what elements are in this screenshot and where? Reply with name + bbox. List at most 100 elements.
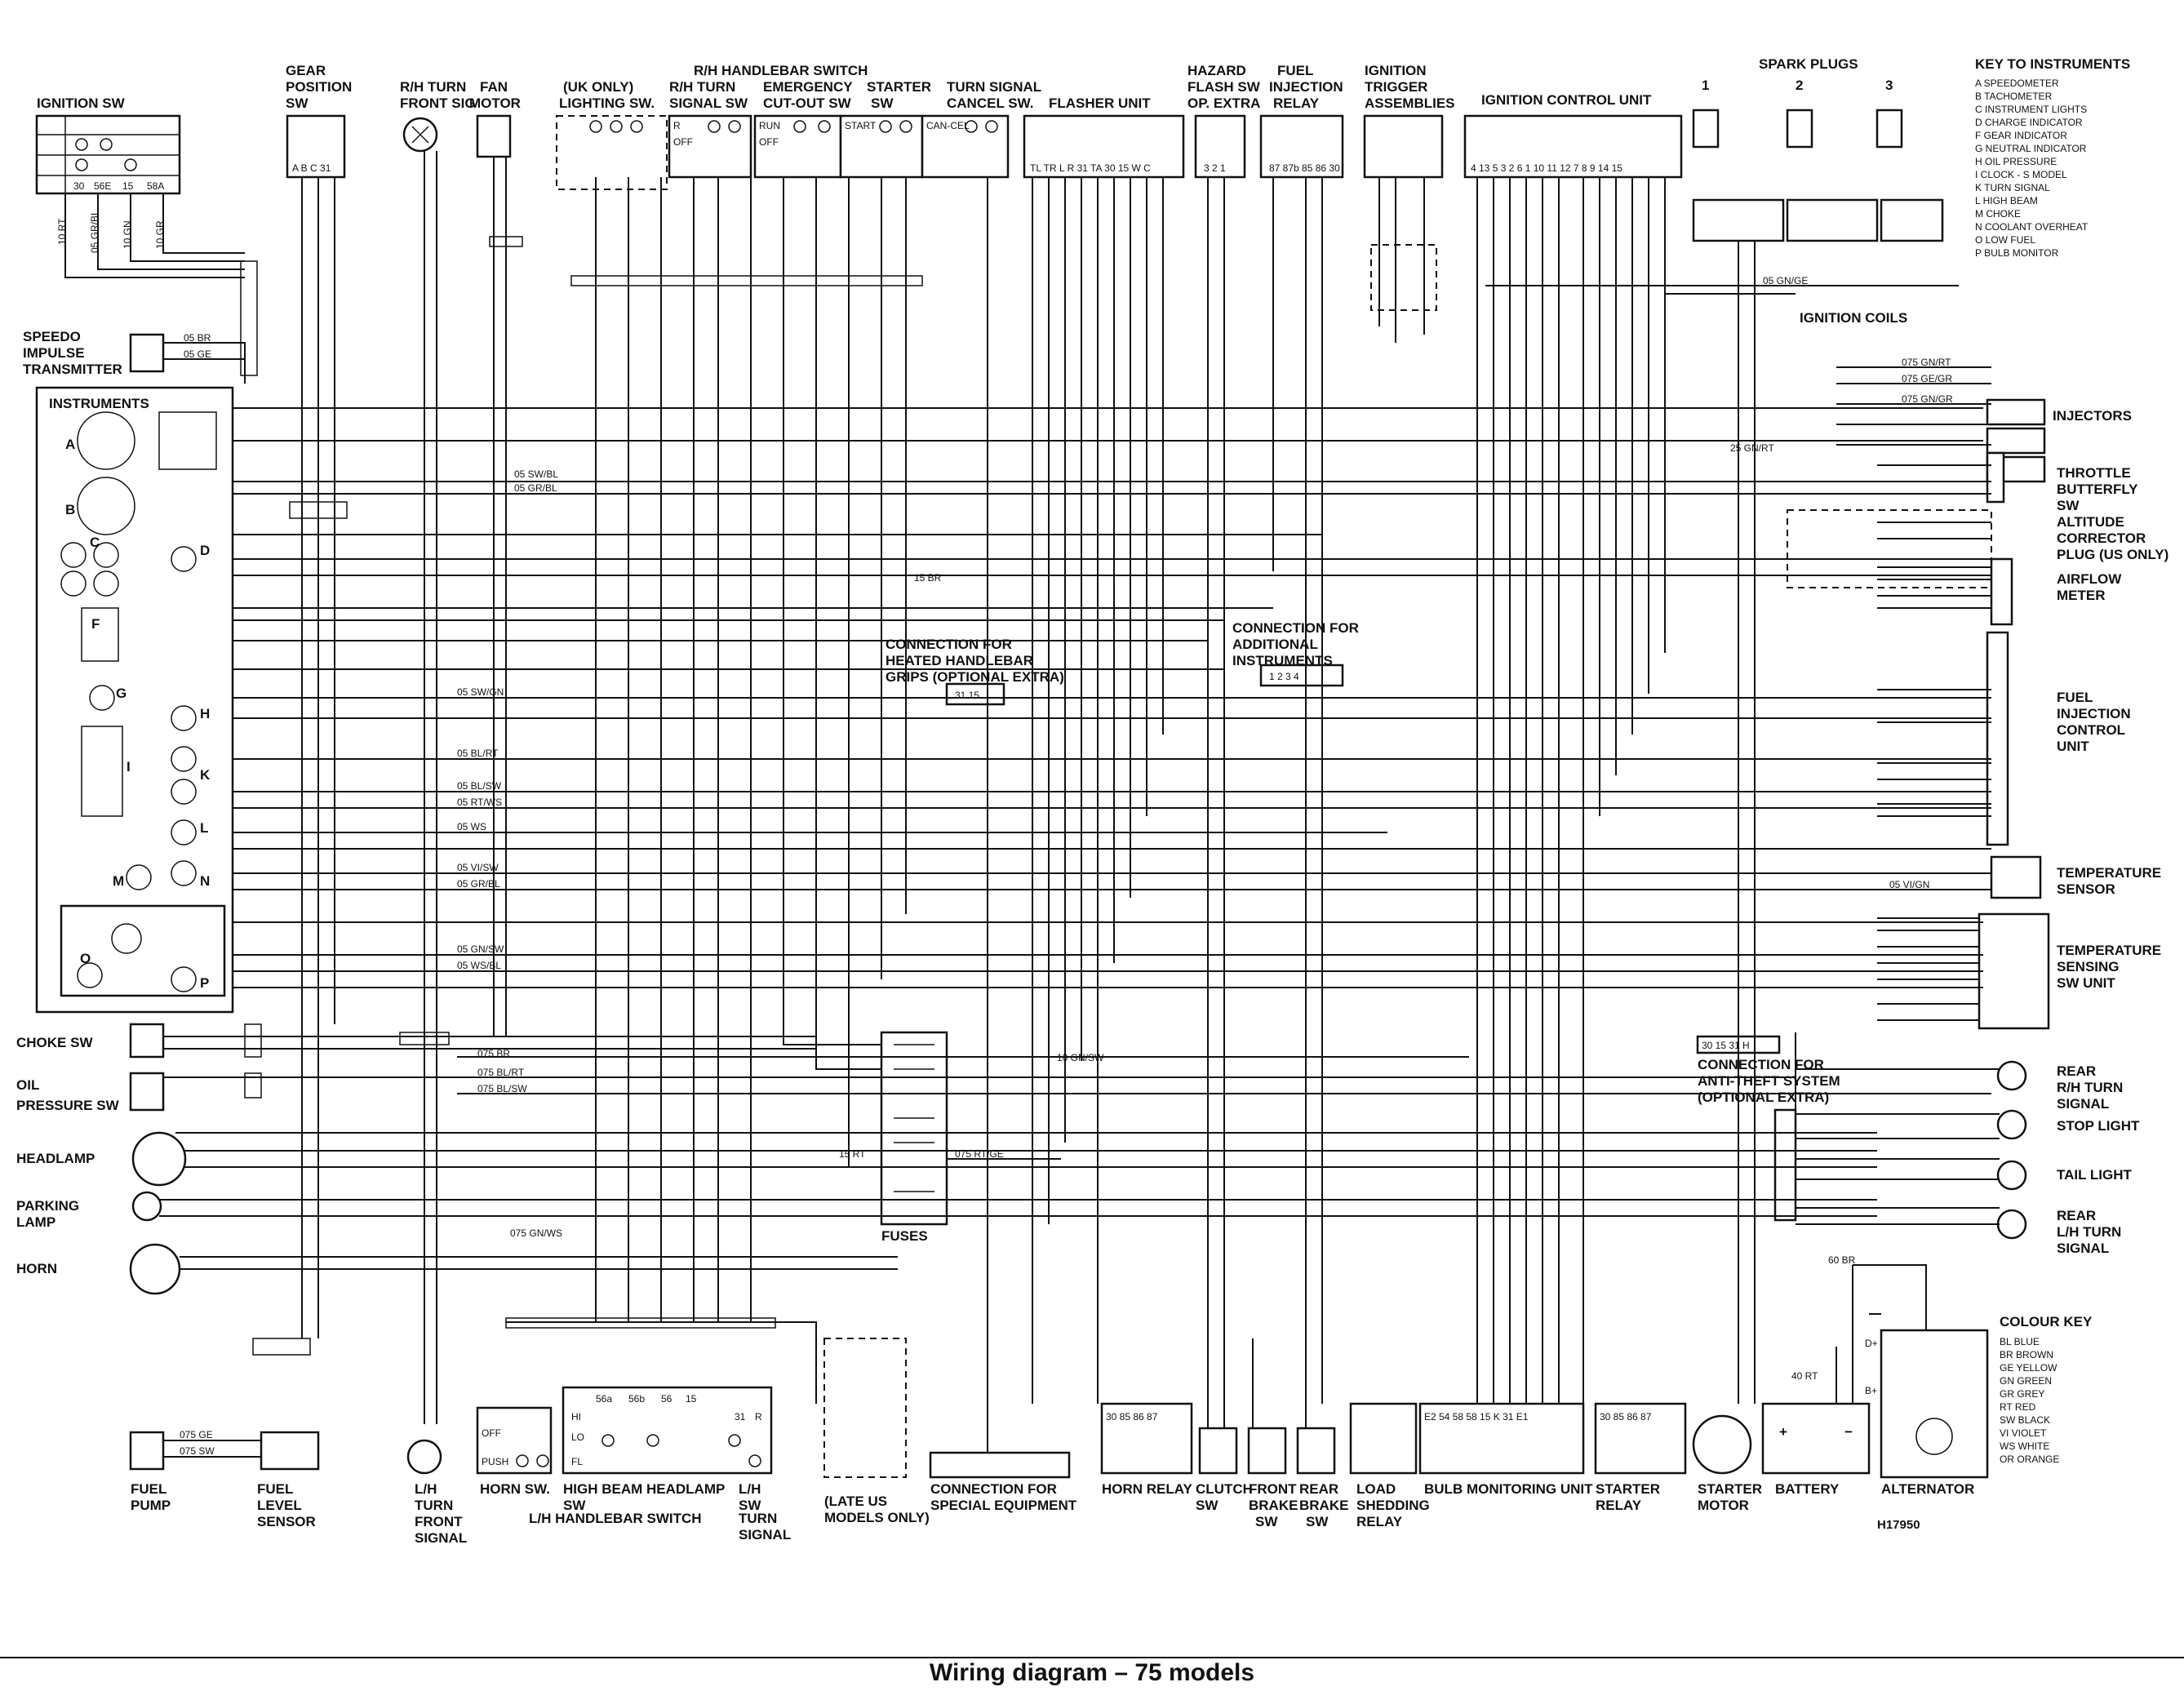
svg-text:SW: SW	[1255, 1514, 1278, 1529]
svg-text:05 BL/SW: 05 BL/SW	[457, 780, 502, 792]
svg-text:PUMP: PUMP	[131, 1498, 171, 1513]
ignition-control-unit: IGNITION CONTROL UNIT 4 13 5 3 2 6 1 10 …	[1463, 92, 1683, 179]
svg-text:R: R	[755, 1411, 762, 1423]
svg-text:LEVEL: LEVEL	[257, 1498, 302, 1513]
svg-text:SW: SW	[1196, 1498, 1219, 1513]
svg-text:R/H TURN: R/H TURN	[2057, 1080, 2123, 1095]
svg-text:SIGNAL: SIGNAL	[2057, 1096, 2109, 1112]
rear-brake-switch: REAR BRAKE SW	[1296, 1427, 1348, 1529]
svg-text:RELAY: RELAY	[1356, 1514, 1403, 1529]
svg-text:H OIL PRESSURE: H OIL PRESSURE	[1975, 156, 2057, 167]
svg-text:P: P	[200, 975, 209, 991]
svg-text:PUSH: PUSH	[482, 1456, 508, 1467]
svg-text:ADDITIONAL: ADDITIONAL	[1232, 637, 1318, 652]
svg-text:HORN RELAY: HORN RELAY	[1102, 1481, 1192, 1497]
svg-text:10 RT: 10 RT	[56, 218, 68, 245]
front-brake-switch: FRONT BRAKE SW	[1247, 1427, 1298, 1529]
svg-text:MOTOR: MOTOR	[1698, 1498, 1749, 1513]
load-shedding-relay: LOAD SHEDDING RELAY	[1349, 1402, 1430, 1529]
instruments-panel: INSTRUMENTS A B C D F G H I K L M N O P	[35, 386, 234, 1014]
svg-text:SIGNAL: SIGNAL	[415, 1530, 467, 1546]
reference-code: H17950	[1877, 1518, 1920, 1532]
svg-text:OFF: OFF	[673, 136, 693, 148]
svg-text:4 13 5 3 2 6 1 10 11 12 7 8 9: 4 13 5 3 2 6 1 10 11 12 7 8 9 14 15	[1471, 162, 1622, 174]
svg-text:CANCEL SW.: CANCEL SW.	[947, 95, 1033, 111]
svg-text:05 GN/GE: 05 GN/GE	[1763, 275, 1808, 286]
svg-text:G: G	[116, 686, 127, 701]
svg-text:CONTROL: CONTROL	[2057, 722, 2125, 738]
svg-text:MODELS ONLY): MODELS ONLY)	[824, 1510, 930, 1525]
svg-text:UNIT: UNIT	[2057, 739, 2089, 754]
svg-text:FRONT: FRONT	[1249, 1481, 1297, 1497]
svg-text:HEADLAMP: HEADLAMP	[16, 1151, 95, 1166]
alternator: D+B+ ALTERNATOR	[1865, 1329, 1989, 1497]
svg-text:FUEL: FUEL	[1277, 63, 1313, 78]
svg-text:FUEL: FUEL	[257, 1481, 293, 1497]
svg-text:A SPEEDOMETER: A SPEEDOMETER	[1975, 78, 2059, 89]
svg-text:BATTERY: BATTERY	[1775, 1481, 1840, 1497]
svg-text:SW: SW	[563, 1498, 586, 1513]
diagram-caption: Wiring diagram – 75 models	[929, 1659, 1255, 1686]
svg-text:TEMPERATURE: TEMPERATURE	[2057, 943, 2161, 958]
svg-text:FRONT SIG: FRONT SIG	[400, 95, 476, 111]
svg-text:−: −	[1844, 1424, 1853, 1440]
svg-text:TRANSMITTER: TRANSMITTER	[23, 362, 122, 377]
caption-bar	[0, 1657, 2184, 1700]
svg-text:G NEUTRAL INDICATOR: G NEUTRAL INDICATOR	[1975, 143, 2087, 154]
temperature-sensing-switch-unit: TEMPERATURE SENSING SW UNIT	[1978, 912, 2161, 1030]
svg-text:15 BR: 15 BR	[914, 572, 942, 584]
svg-text:RELAY: RELAY	[1596, 1498, 1642, 1513]
svg-text:PRESSURE SW: PRESSURE SW	[16, 1098, 120, 1113]
svg-text:05 SW/GN: 05 SW/GN	[457, 686, 504, 698]
svg-text:REAR: REAR	[2057, 1208, 2096, 1223]
svg-text:D+: D+	[1865, 1338, 1878, 1349]
svg-text:PLUG (US ONLY): PLUG (US ONLY)	[2057, 547, 2168, 562]
svg-text:SW: SW	[286, 95, 309, 111]
svg-text:SIGNAL SW: SIGNAL SW	[669, 95, 748, 111]
svg-text:SPECIAL EQUIPMENT: SPECIAL EQUIPMENT	[930, 1498, 1077, 1513]
wire-labels: 10 RT 05 GR/BL 10 GN 10 GR 05 BR 05 GE 0…	[56, 210, 1953, 1457]
svg-text:AIRFLOW: AIRFLOW	[2057, 571, 2122, 587]
svg-text:O: O	[80, 951, 91, 966]
svg-text:REAR: REAR	[1299, 1481, 1338, 1497]
svg-text:(UK ONLY): (UK ONLY)	[563, 79, 633, 95]
svg-text:075 BL/RT: 075 BL/RT	[477, 1067, 525, 1078]
svg-text:075 BL/SW: 075 BL/SW	[477, 1083, 527, 1094]
svg-text:POSITION: POSITION	[286, 79, 352, 95]
svg-text:A B C 31: A B C 31	[292, 162, 331, 174]
svg-text:CAN-CEL: CAN-CEL	[926, 120, 970, 131]
svg-text:F: F	[91, 616, 100, 632]
svg-text:SW: SW	[1306, 1514, 1329, 1529]
svg-text:05 SW/BL: 05 SW/BL	[514, 468, 558, 480]
svg-text:RUN: RUN	[759, 120, 780, 131]
additional-instruments-connection: CONNECTION FOR ADDITIONAL INSTRUMENTS 1 …	[1232, 620, 1359, 687]
svg-text:05 GE: 05 GE	[184, 348, 211, 360]
svg-text:R/H TURN: R/H TURN	[669, 79, 735, 95]
svg-text:CHOKE SW: CHOKE SW	[16, 1035, 93, 1050]
svg-text:K: K	[200, 767, 211, 783]
svg-text:BUTTERFLY: BUTTERFLY	[2057, 482, 2138, 497]
instruments-label: INSTRUMENTS	[49, 396, 149, 411]
svg-text:BL BLUE: BL BLUE	[2000, 1336, 2040, 1347]
svg-text:075 GN/RT: 075 GN/RT	[1902, 357, 1951, 368]
late-us-models: (LATE US MODELS ONLY)	[823, 1338, 930, 1525]
svg-text:GR GREY: GR GREY	[2000, 1388, 2044, 1400]
starter-relay: 30 85 86 87 STARTER RELAY	[1594, 1402, 1687, 1513]
ignition-trigger-assemblies: IGNITION TRIGGER ASSEMBLIES	[1363, 63, 1455, 311]
svg-text:10 GR: 10 GR	[154, 220, 166, 249]
svg-text:STARTER: STARTER	[1596, 1481, 1660, 1497]
svg-text:3: 3	[1885, 78, 1893, 93]
svg-text:56E: 56E	[94, 180, 111, 192]
svg-text:SIGNAL: SIGNAL	[2057, 1241, 2109, 1256]
svg-text:SENSOR: SENSOR	[257, 1514, 316, 1529]
svg-text:05 GR/BL: 05 GR/BL	[514, 482, 557, 494]
svg-text:TURN: TURN	[415, 1498, 453, 1513]
svg-text:LIGHTING SW.: LIGHTING SW.	[559, 95, 655, 111]
svg-text:SENSOR: SENSOR	[2057, 881, 2115, 897]
svg-text:VI VIOLET: VI VIOLET	[2000, 1427, 2047, 1439]
svg-text:TRIGGER: TRIGGER	[1365, 79, 1427, 95]
ignition-sw-label: IGNITION SW	[37, 95, 126, 111]
svg-text:30 85 86 87: 30 85 86 87	[1106, 1411, 1158, 1423]
parking-lamp: PARKING LAMP	[16, 1191, 162, 1230]
clutch-switch: CLUTCH SW	[1196, 1427, 1253, 1513]
